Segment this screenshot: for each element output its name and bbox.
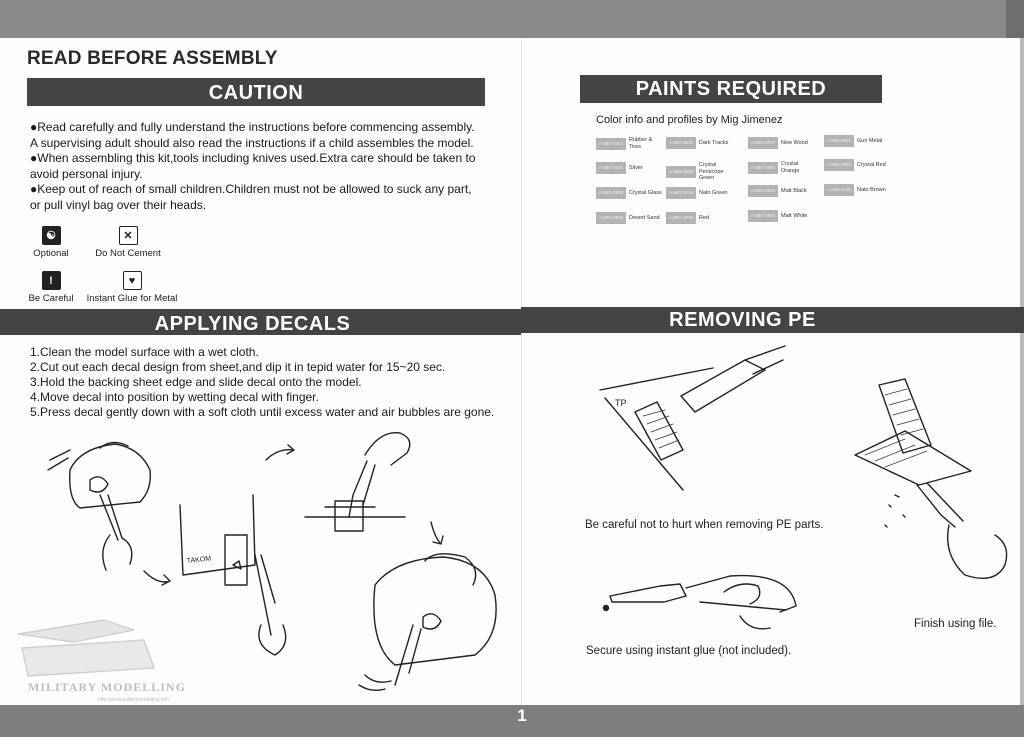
pe-section-header: REMOVING PE bbox=[521, 307, 1024, 333]
watermark-text: MILITARY MODELLING bbox=[28, 680, 186, 694]
symbol-label: Optional bbox=[33, 248, 69, 259]
page-fold bbox=[521, 38, 522, 705]
arrow-icon bbox=[265, 444, 295, 461]
symbol-label: Do Not Cement bbox=[95, 248, 161, 259]
caution-line: or pull vinyl bag over their heads. bbox=[30, 197, 207, 212]
pe-cutting-illustration: TP bbox=[599, 345, 786, 491]
glue-drop-icon: ♥ bbox=[122, 271, 142, 290]
decal-sheet-label: TAKOM bbox=[186, 555, 211, 565]
symbol-label: Instant Glue for Metal bbox=[86, 293, 178, 304]
paints-section-header: PAINTS REQUIRED bbox=[580, 75, 882, 103]
symbol-do-not-cement: ✕ Do Not Cement bbox=[92, 226, 164, 259]
symbol-be-careful: ! Be Careful bbox=[26, 271, 76, 304]
caution-line: A supervising adult should also read the… bbox=[30, 135, 474, 150]
knife-label: TP bbox=[615, 398, 627, 408]
pe-caption-file: Finish using file. bbox=[914, 618, 997, 630]
caution-section-header: CAUTION bbox=[27, 78, 485, 106]
page-number: 1 bbox=[517, 706, 527, 725]
instant-glue-illustration bbox=[602, 574, 797, 630]
arrow-icon bbox=[143, 570, 171, 586]
watermark-url: http://www.militarymodelling.info bbox=[98, 697, 170, 703]
symbol-instant-glue: ♥ Instant Glue for Metal bbox=[84, 271, 180, 304]
decals-section-header: APPLYING DECALS bbox=[0, 309, 521, 335]
caution-line: avoid personal injury. bbox=[30, 166, 143, 181]
arrow-icon bbox=[430, 521, 444, 545]
pe-filing-illustration bbox=[854, 378, 1008, 579]
decal-step: 1.Clean the model surface with a wet clo… bbox=[30, 345, 259, 359]
exclamation-icon: ! bbox=[41, 271, 61, 290]
dip-decal-illustration bbox=[304, 431, 411, 532]
decal-steps: 1.Clean the model surface with a wet clo… bbox=[30, 345, 494, 420]
apply-decal-illustration bbox=[358, 553, 497, 692]
watermark-tank-logo bbox=[17, 619, 155, 677]
page-edge bbox=[1020, 38, 1024, 705]
footer-bar bbox=[0, 705, 1024, 737]
decal-step: 2.Cut out each decal design from sheet,a… bbox=[30, 360, 446, 374]
pe-caption-glue: Secure using instant glue (not included)… bbox=[586, 645, 792, 657]
yin-yang-icon: ☯ bbox=[41, 226, 61, 245]
page-title: READ BEFORE ASSEMBLY bbox=[27, 48, 278, 69]
decal-step: 3.Hold the backing sheet edge and slide … bbox=[30, 375, 362, 389]
symbol-label: Be Careful bbox=[28, 293, 74, 304]
turret-cleaning-illustration bbox=[47, 441, 151, 571]
caution-line: ●When assembling this kit,tools includin… bbox=[30, 151, 476, 165]
paints-intro: Color info and profiles by Mig Jimenez bbox=[596, 114, 783, 126]
no-cement-icon: ✕ bbox=[118, 226, 138, 245]
decal-step: 4.Move decal into position by wetting de… bbox=[30, 390, 319, 404]
decal-step: 5.Press decal gently down with a soft cl… bbox=[30, 405, 495, 419]
caution-line: ●Keep out of reach of small children.Chi… bbox=[30, 182, 472, 196]
symbol-optional: ☯ Optional bbox=[28, 226, 74, 259]
top-bar bbox=[0, 0, 1024, 38]
caution-line: ●Read carefully and fully understand the… bbox=[30, 120, 475, 134]
decal-sheet-illustration: TAKOM bbox=[179, 494, 287, 656]
pe-caption-remove: Be careful not to hurt when removing PE … bbox=[585, 519, 824, 531]
caution-list: ●Read carefully and fully understand the… bbox=[30, 120, 500, 213]
